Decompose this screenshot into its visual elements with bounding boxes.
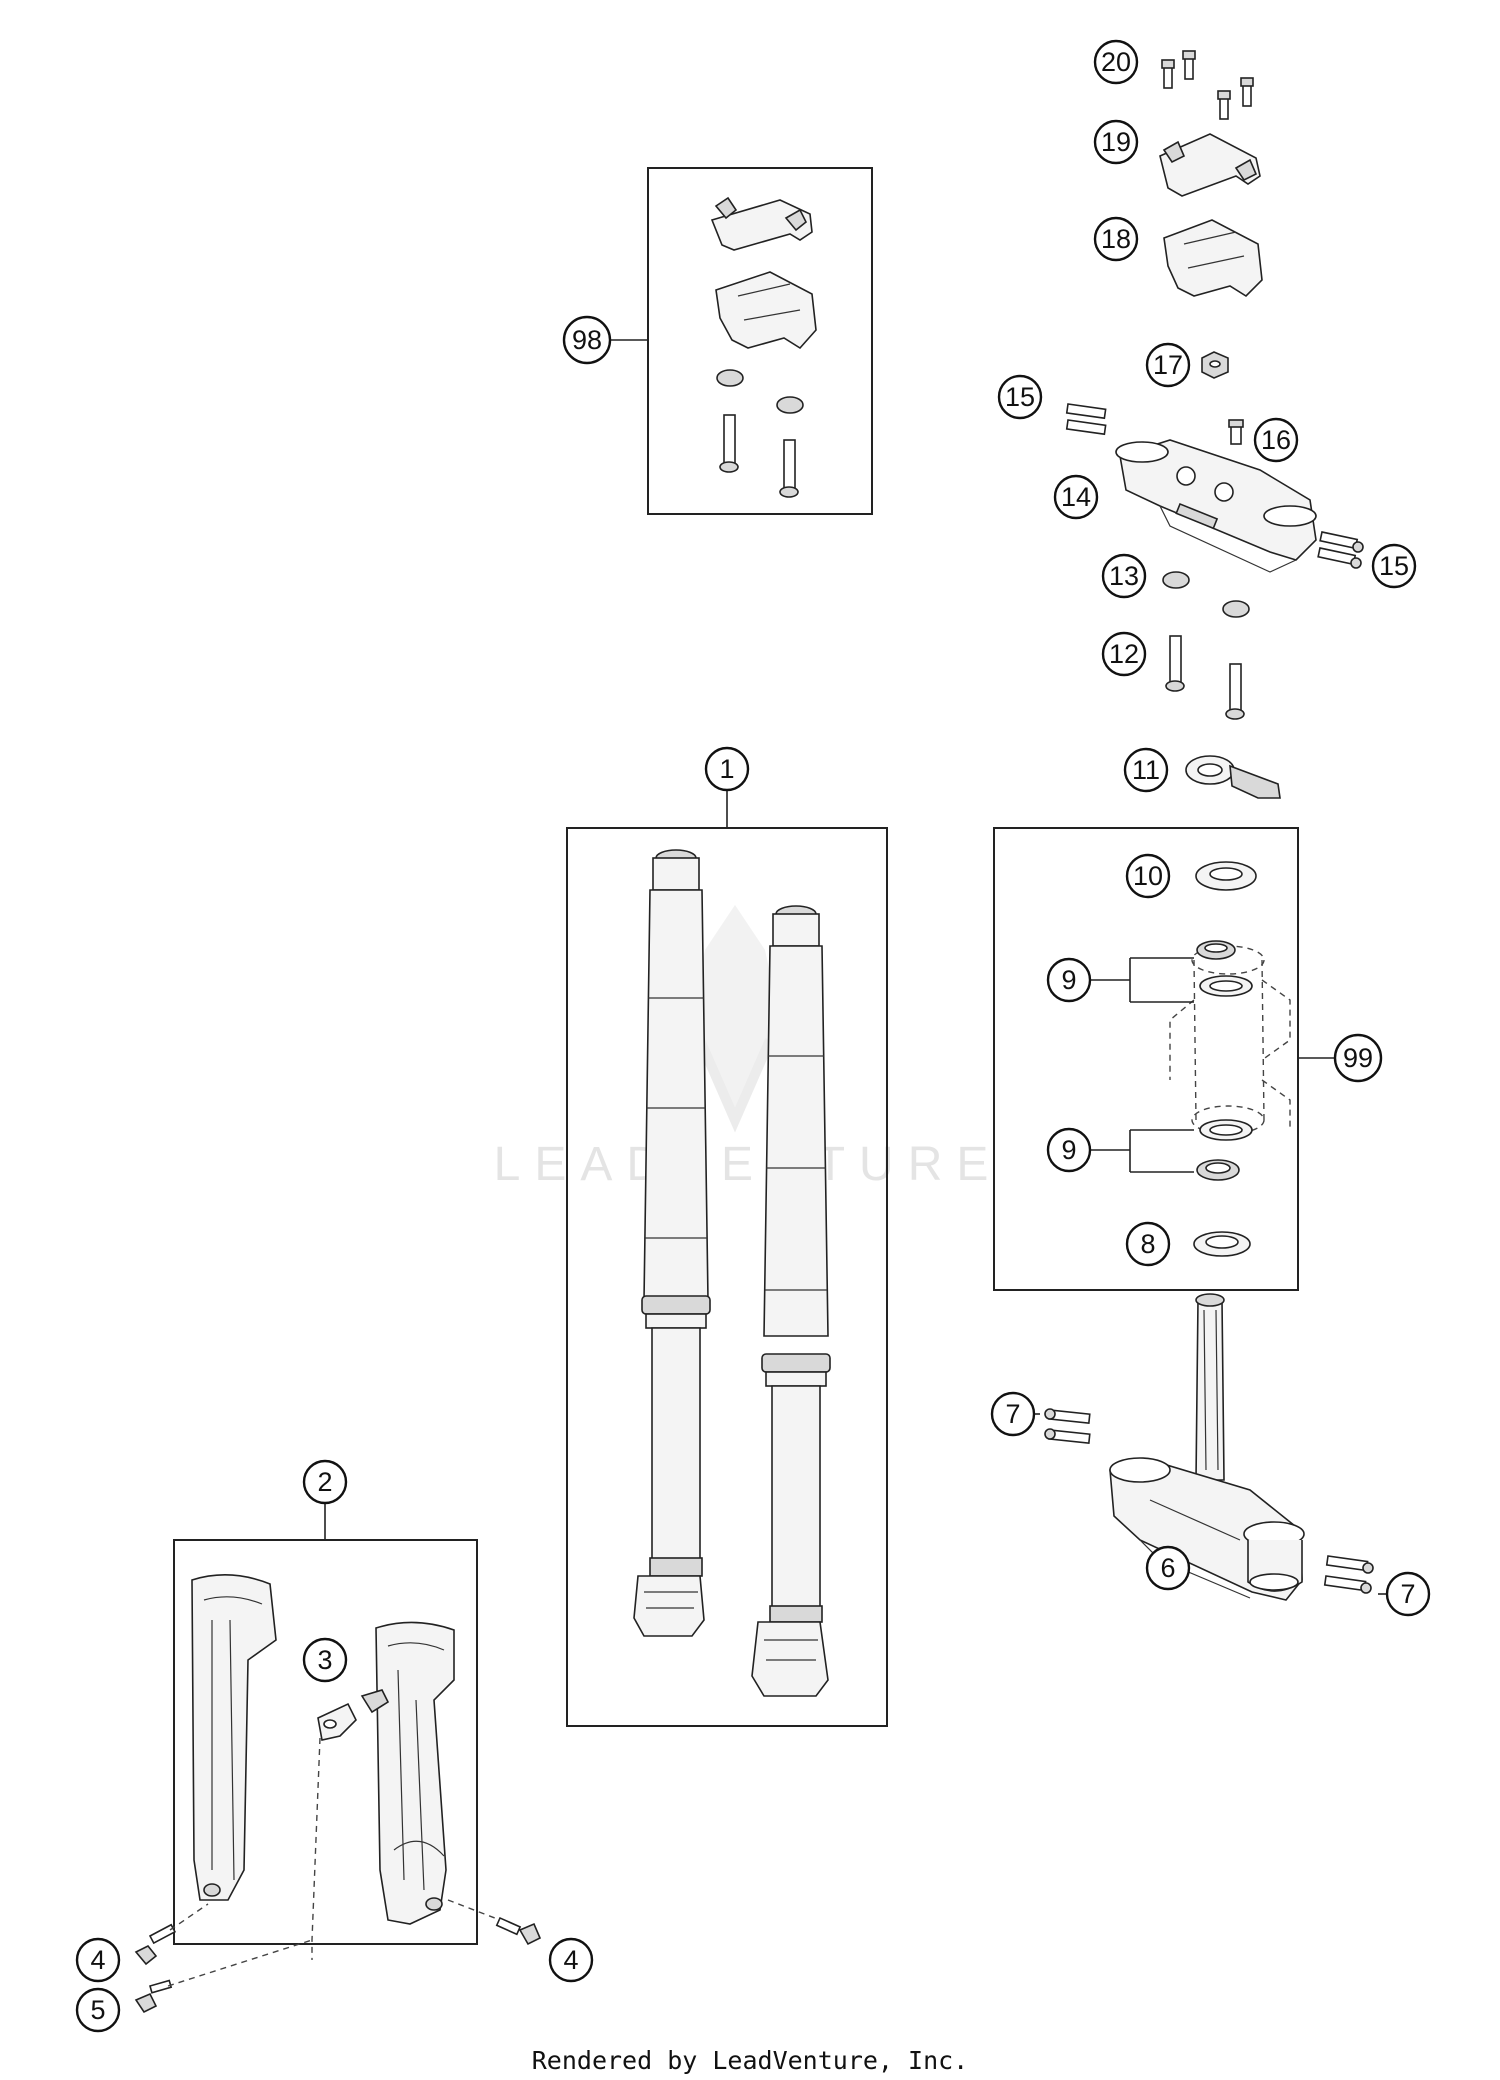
bolt-4-left: [134, 1903, 209, 1966]
bolts-12: [1165, 635, 1245, 720]
lower-triple-clamp-6: [1109, 1293, 1305, 1601]
callout-19: 19: [1093, 119, 1139, 165]
bearing-9-upper: [1196, 940, 1253, 997]
callout-17: 17: [1145, 342, 1191, 388]
callout-13: 13: [1101, 553, 1147, 599]
svg-text:12: 12: [1109, 639, 1139, 669]
callout-6: 6: [1145, 1545, 1191, 1591]
callout-20: 20: [1093, 39, 1139, 85]
svg-text:2: 2: [317, 1467, 332, 1497]
upper-handlebar-clamp-19: [1159, 133, 1261, 197]
rubbers-13: [1162, 571, 1250, 618]
svg-text:11: 11: [1132, 755, 1160, 785]
callout-16: 16: [1253, 417, 1299, 463]
svg-text:17: 17: [1153, 350, 1183, 380]
callout-15-right: 15: [1371, 543, 1417, 589]
callout-7-upper: 7: [990, 1391, 1036, 1437]
brake-line-clamp-3: [317, 1689, 390, 1741]
callout-2: 2: [302, 1459, 348, 1505]
bolts-15-left: [1065, 403, 1107, 436]
svg-text:15: 15: [1005, 382, 1035, 412]
seal-8: [1193, 1231, 1251, 1257]
svg-text:7: 7: [1400, 1579, 1415, 1609]
svg-text:9: 9: [1061, 965, 1076, 995]
callout-10: 10: [1125, 853, 1171, 899]
callout-14: 14: [1053, 474, 1099, 520]
kit-98-lower-clamp: [715, 271, 817, 350]
bolt-4-right: [447, 1899, 542, 1946]
svg-text:98: 98: [572, 325, 602, 355]
callout-11: 11: [1123, 747, 1169, 793]
watermark-text: LEADVENTURE: [494, 1138, 1003, 1191]
callout-98: 98: [562, 315, 612, 365]
upper-triple-clamp-14: [1115, 439, 1317, 573]
kit-98: [610, 167, 873, 515]
fork-protector-right: [375, 1621, 455, 1925]
kit-98-frame: [647, 167, 873, 515]
callout-15-left: 15: [997, 374, 1043, 420]
callout-1: 1: [704, 746, 750, 792]
kit-98-rubber-1: [716, 369, 744, 387]
svg-text:4: 4: [90, 1945, 105, 1975]
svg-text:20: 20: [1101, 47, 1131, 77]
callout-9-upper: 9: [1046, 957, 1092, 1003]
kit-2: [173, 1504, 478, 1960]
lower-handlebar-clamp-18: [1163, 219, 1263, 298]
svg-text:8: 8: [1140, 1229, 1155, 1259]
svg-text:19: 19: [1101, 127, 1131, 157]
kit-99-frame: [993, 827, 1299, 1291]
watermark: LEADVENTURE: [494, 905, 1003, 1191]
kit-99: [993, 827, 1336, 1291]
callout-8: 8: [1125, 1221, 1171, 1267]
svg-text:3: 3: [317, 1645, 332, 1675]
svg-text:10: 10: [1133, 861, 1163, 891]
bolts-7-upper: [1044, 1408, 1091, 1445]
callout-4-left: 4: [75, 1937, 121, 1983]
kit-98-bolt-1: [719, 414, 739, 473]
callout-4-right: 4: [548, 1937, 594, 1983]
seal-10: [1195, 861, 1257, 891]
svg-text:4: 4: [563, 1945, 578, 1975]
svg-text:9: 9: [1061, 1135, 1076, 1165]
bolts-15-right: [1317, 531, 1364, 569]
svg-text:5: 5: [90, 1995, 105, 2025]
callout-12: 12: [1101, 631, 1147, 677]
svg-text:18: 18: [1101, 224, 1131, 254]
svg-text:13: 13: [1109, 561, 1139, 591]
svg-text:7: 7: [1005, 1399, 1020, 1429]
svg-text:16: 16: [1261, 425, 1291, 455]
fork-leg-right: [751, 905, 831, 1697]
steering-lock-ring-11: [1185, 755, 1281, 799]
kit-1: [566, 788, 888, 1727]
screw-16: [1228, 419, 1244, 445]
svg-text:14: 14: [1061, 482, 1091, 512]
bolts-7-lower: [1323, 1555, 1374, 1594]
kit-98-upper-clamp: [710, 196, 813, 251]
callout-99: 99: [1333, 1033, 1383, 1083]
callout-5: 5: [75, 1987, 121, 2033]
svg-text:15: 15: [1379, 551, 1409, 581]
head-tube-outline: [1169, 945, 1291, 1135]
callout-3: 3: [302, 1637, 348, 1683]
kit-98-bolt-2: [779, 439, 799, 498]
svg-text:99: 99: [1343, 1043, 1373, 1073]
svg-text:6: 6: [1160, 1553, 1175, 1583]
nut-17: [1201, 351, 1229, 379]
svg-text:1: 1: [719, 754, 734, 784]
kit-98-rubber-2: [776, 396, 804, 414]
footer-credit: Rendered by LeadVenture, Inc.: [531, 2046, 969, 2075]
handlebar-bolts-20: [1161, 50, 1254, 120]
callout-7-lower: 7: [1385, 1571, 1431, 1617]
fork-protector-left: [191, 1574, 277, 1901]
callout-9-lower: 9: [1046, 1127, 1092, 1173]
fork-leg-left: [633, 849, 711, 1637]
bolt-5: [134, 1939, 313, 2014]
bearing-9-lower: [1196, 1119, 1253, 1181]
callout-18: 18: [1093, 216, 1139, 262]
